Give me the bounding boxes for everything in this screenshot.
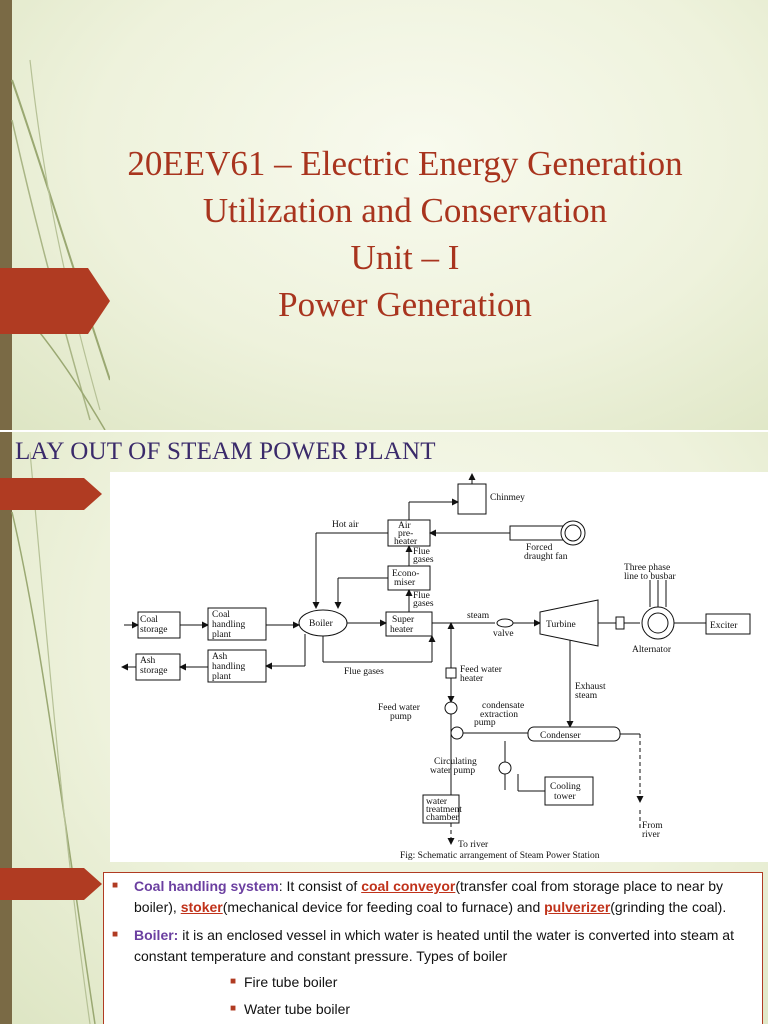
red-arrow-tab — [0, 478, 102, 510]
ash-storage-box — [135, 653, 181, 681]
svg-text:handling: handling — [212, 662, 245, 672]
svg-text:steam: steam — [467, 611, 490, 621]
svg-text:steam: steam — [575, 691, 598, 701]
svg-text:Alternator: Alternator — [632, 645, 672, 655]
super-heater-box — [385, 611, 433, 637]
svg-text:tower: tower — [554, 792, 576, 802]
svg-text:Ash: Ash — [212, 652, 228, 662]
svg-text:gases: gases — [413, 555, 434, 565]
steam-valve — [496, 618, 514, 628]
svg-text:Flue gases: Flue gases — [344, 667, 384, 677]
svg-text:Condenser: Condenser — [540, 731, 581, 741]
svg-text:Three phase: Three phase — [624, 563, 670, 573]
svg-text:pre-: pre- — [398, 529, 413, 539]
sub-bullet-fire-tube: ■ Fire tube boiler — [230, 974, 338, 990]
svg-text:Air: Air — [398, 521, 412, 531]
svg-text:Super: Super — [392, 615, 415, 625]
svg-text:plant: plant — [212, 672, 231, 682]
svg-text:Exhaust: Exhaust — [575, 682, 606, 692]
svg-text:extraction: extraction — [480, 710, 518, 720]
water-treatment-box — [422, 794, 460, 824]
bullet-marker: ■ — [112, 880, 119, 891]
section-heading: LAY OUT OF STEAM POWER PLANT — [15, 438, 436, 465]
title-line-1: 20EEV61 – Electric Energy Generation — [127, 144, 683, 183]
svg-text:From: From — [642, 821, 663, 831]
svg-text:water: water — [426, 797, 448, 807]
bullet-coal-handling: ■ Coal handling system: It consist of co… — [112, 878, 727, 915]
svg-text:Turbine: Turbine — [546, 620, 576, 630]
alternator-shape — [641, 606, 675, 640]
svg-text:chamber: chamber — [426, 813, 460, 823]
chimney-shape — [457, 483, 487, 515]
svg-text:heater: heater — [460, 674, 484, 684]
svg-text:Coal: Coal — [140, 615, 158, 625]
svg-text:Ash: Ash — [140, 656, 156, 666]
red-arrow-tab — [0, 268, 110, 334]
svg-text:Coal: Coal — [212, 610, 230, 620]
svg-text:Cooling: Cooling — [550, 782, 581, 792]
svg-text:Exciter: Exciter — [710, 621, 738, 631]
content-slide: LAY OUT OF STEAM POWER PLANT — [0, 432, 768, 1024]
diagram-caption: Fig: Schematic arrangement of Steam Powe… — [400, 850, 600, 861]
label-chimney: Chinmey — [490, 493, 525, 503]
svg-text:plant: plant — [212, 630, 231, 640]
svg-text:Flue: Flue — [413, 547, 430, 557]
title-line-4: Power Generation — [278, 285, 532, 324]
svg-text:draught fan: draught fan — [524, 551, 568, 562]
svg-text:handling: handling — [212, 620, 245, 630]
svg-text:pump: pump — [474, 718, 496, 728]
svg-text:Circulating: Circulating — [434, 757, 477, 767]
svg-text:water pump: water pump — [430, 766, 475, 776]
svg-text:Feed water: Feed water — [378, 703, 421, 713]
svg-text:miser: miser — [394, 578, 416, 588]
svg-text:treatment: treatment — [426, 805, 462, 815]
bullet-boiler: ■ Boiler: it is an enclosed vessel in wh… — [112, 927, 734, 964]
svg-text:condensate: condensate — [482, 701, 524, 711]
coal-handling-box — [207, 607, 267, 641]
circulating-pump — [498, 761, 512, 775]
turbine-shape — [539, 599, 599, 647]
slide-title: 20EEV61 – Electric Energy Generation Uti… — [80, 140, 730, 328]
label-hot-air: Hot air — [332, 520, 359, 530]
feed-water-pump — [444, 701, 458, 715]
condensate-pump — [450, 726, 464, 740]
steam-plant-diagram: Chinmey Hot air Air pre- heater Flue gas… — [110, 472, 768, 862]
svg-text:Boiler: Boiler — [309, 619, 334, 629]
bullet-marker: ■ — [112, 929, 119, 940]
red-arrow-tab — [0, 868, 102, 900]
svg-text:Feed water: Feed water — [460, 665, 503, 675]
decorative-stems — [0, 432, 96, 1024]
svg-text:heater: heater — [390, 625, 414, 635]
notes-textbox: ■ Coal handling system: It consist of co… — [103, 872, 763, 1024]
exciter-box — [705, 613, 751, 635]
svg-text:Forced: Forced — [526, 543, 553, 553]
svg-text:line to busbar: line to busbar — [624, 572, 677, 582]
svg-text:storage: storage — [140, 625, 167, 635]
svg-text:storage: storage — [140, 666, 167, 676]
svg-text:Flue: Flue — [413, 591, 430, 601]
sub-bullet-water-tube: ■ Water tube boiler — [230, 1000, 351, 1017]
svg-text:river: river — [642, 830, 661, 840]
ash-handling-box — [207, 649, 267, 683]
title-slide: 20EEV61 – Electric Energy Generation Uti… — [0, 0, 768, 430]
title-line-3: Unit – I — [350, 238, 460, 277]
svg-text:pump: pump — [390, 712, 412, 722]
svg-text:heater: heater — [394, 537, 418, 547]
svg-text:Econo-: Econo- — [392, 569, 419, 579]
title-line-2: Utilization and Conservation — [202, 191, 608, 230]
svg-text:valve: valve — [493, 629, 514, 639]
svg-text:To river: To river — [458, 840, 489, 850]
svg-text:gases: gases — [413, 599, 434, 609]
